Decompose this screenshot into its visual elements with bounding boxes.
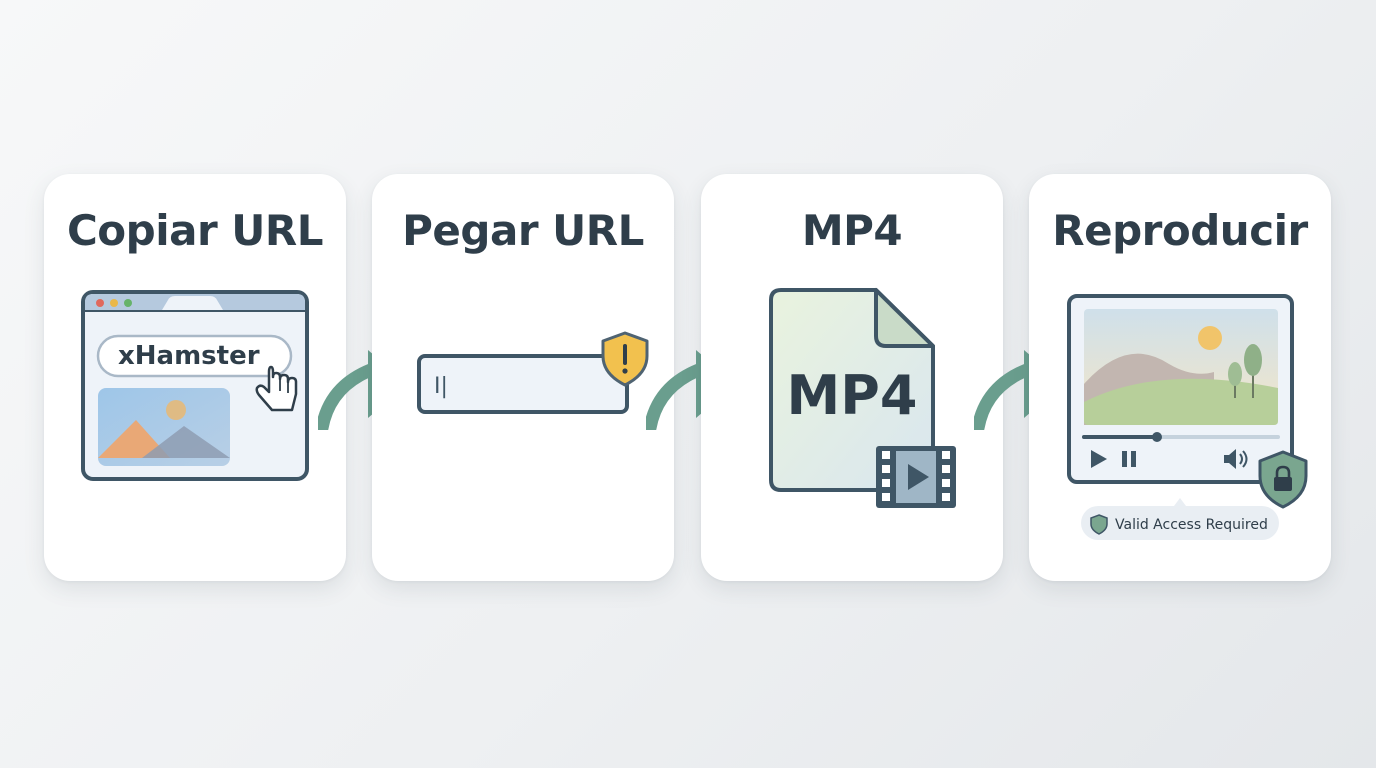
film-play-icon (876, 446, 956, 508)
progress-handle[interactable] (1152, 432, 1162, 442)
step-title-play: Reproducir (1052, 206, 1308, 255)
access-badge: Valid Access Required (1081, 498, 1279, 540)
window-controls (96, 299, 132, 307)
paste-url-input[interactable] (417, 354, 629, 414)
step-card-play: Reproducir (1029, 174, 1331, 581)
hand-pointer-icon (255, 365, 298, 412)
step-title-mp4: MP4 (801, 206, 903, 255)
step-card-mp4: MP4 MP4 (701, 174, 1003, 581)
progress-bar[interactable] (1082, 432, 1280, 442)
step-card-paste-url: Pegar URL I| (372, 174, 674, 581)
mp4-file-illustration: MP4 (769, 288, 956, 508)
file-format-label: MP4 (787, 364, 918, 427)
browser-window-illustration: xHamster (81, 290, 309, 481)
play-icon[interactable] (1091, 450, 1107, 468)
volume-icon[interactable] (1224, 449, 1248, 469)
video-player-illustration: Valid Access Required (1067, 294, 1308, 540)
landscape-thumbnail-icon (1084, 309, 1278, 425)
warning-shield-icon (601, 331, 649, 387)
image-thumbnail-icon (98, 388, 230, 466)
url-field[interactable] (96, 334, 293, 378)
text-cursor-icon: I| (434, 374, 448, 399)
step-title-paste-url: Pegar URL (402, 206, 644, 255)
lock-shield-icon (1258, 450, 1308, 509)
step-title-copy-url: Copiar URL (66, 206, 324, 255)
access-badge-text: Valid Access Required (1115, 517, 1268, 533)
pause-icon[interactable] (1122, 451, 1136, 467)
paste-input-illustration: I| (417, 331, 649, 414)
step-card-copy-url: Copiar URL xHamster (44, 174, 346, 581)
url-text: xHamster (118, 341, 260, 371)
